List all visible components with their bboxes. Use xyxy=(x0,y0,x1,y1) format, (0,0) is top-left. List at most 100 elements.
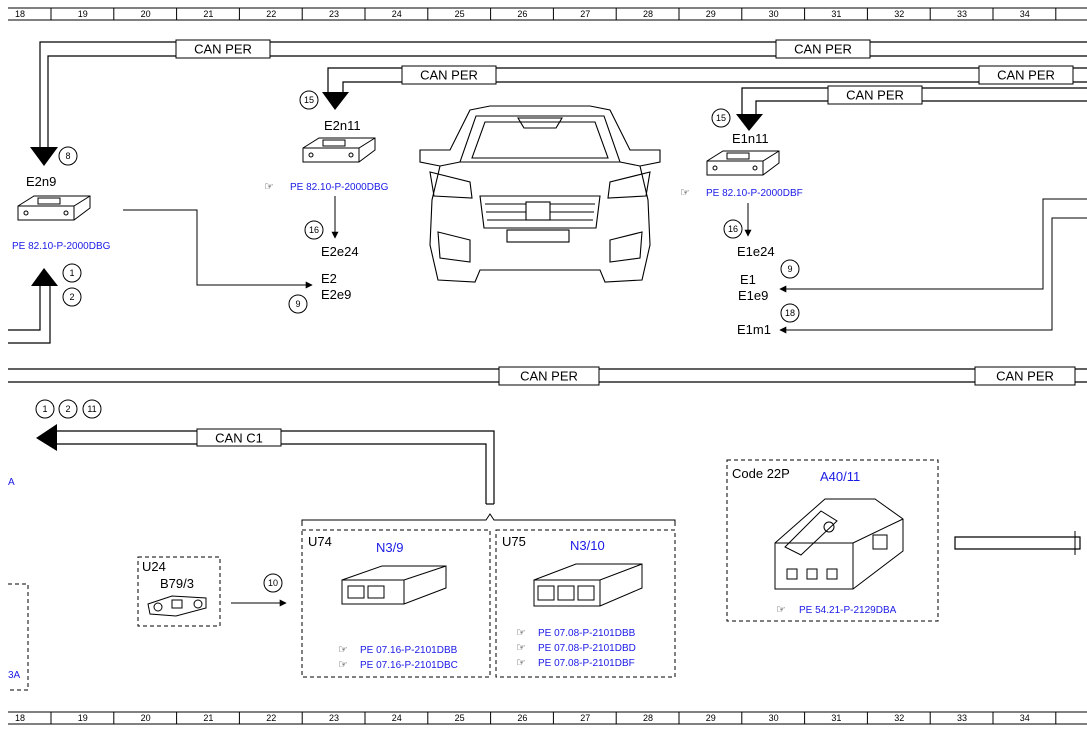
control-unit-icon xyxy=(302,137,376,163)
pointing-hand-icon: ☞ xyxy=(338,658,348,671)
ruler-number: 19 xyxy=(78,9,88,19)
can-per-label-6: CAN PER xyxy=(520,369,578,384)
can-per-label-box-3 xyxy=(401,65,497,85)
e2n11-module: 15 E2n11 ☞ PE 82.10-P-2000DBG 16 E2e24 xyxy=(264,90,389,259)
ruler-number: 20 xyxy=(141,9,151,19)
left-edge-text-a: A xyxy=(8,477,15,488)
left-edge-box xyxy=(8,583,29,691)
ruler-number: 33 xyxy=(957,713,967,723)
e2e9-label: E2e9 xyxy=(321,287,351,302)
b79-3-label: B79/3 xyxy=(160,576,194,591)
ruler-number: 30 xyxy=(769,9,779,19)
u24-box: U24 B79/3 10 xyxy=(137,556,287,627)
can-per-label-box-4 xyxy=(978,65,1074,85)
c1-callout-11: 11 xyxy=(87,404,96,414)
ruler-number: 22 xyxy=(266,713,276,723)
can-per-label-box-5 xyxy=(827,85,923,105)
e2n11-label: E2n11 xyxy=(324,118,361,133)
c1-callout-1: 1 xyxy=(42,404,47,414)
ruler-number: 23 xyxy=(329,713,339,723)
code-22p-label: Code 22P xyxy=(732,466,790,481)
e2n9-signal-line xyxy=(123,209,313,289)
e2n11-ref[interactable]: PE 82.10-P-2000DBG xyxy=(290,182,389,193)
u75-ref-1[interactable]: PE 07.08-P-2101DBB xyxy=(538,628,636,639)
e1n11-module: 15 E1n11 ☞ PE 82.10-P-2000DBF 16 E1e24 xyxy=(680,108,803,259)
ruler-number: 28 xyxy=(643,713,653,723)
can-per-bus-middle: CAN PER CAN PER xyxy=(8,366,1087,386)
n3-10-label: N3/10 xyxy=(570,538,605,553)
n3-9-label: N3/9 xyxy=(376,540,403,555)
pointing-hand-icon: ☞ xyxy=(516,656,526,669)
ruler-number: 32 xyxy=(894,9,904,19)
ruler-number: 18 xyxy=(15,9,25,19)
can-per-bus-e1n11: CAN PER xyxy=(736,85,1087,131)
sensor-icon xyxy=(147,595,207,617)
u74-ref-2[interactable]: PE 07.16-P-2101DBC xyxy=(360,660,458,671)
ruler-number: 23 xyxy=(329,9,339,19)
ruler-number: 31 xyxy=(831,713,841,723)
ruler-number: 20 xyxy=(141,713,151,723)
engine-control-unit-icon xyxy=(533,563,643,607)
e2n9-label: E2n9 xyxy=(26,174,56,189)
ruler-number: 24 xyxy=(392,713,402,723)
ruler-number: 26 xyxy=(517,9,527,19)
can-c1-label: CAN C1 xyxy=(215,431,263,446)
e2n9-callout: 8 xyxy=(65,151,70,161)
ruler-number: 31 xyxy=(831,9,841,19)
ruler-number: 21 xyxy=(203,9,213,19)
e2n11-callout-out: 16 xyxy=(309,225,319,235)
e2e24-label: E2e24 xyxy=(321,244,359,259)
can-per-label-7: CAN PER xyxy=(996,369,1054,384)
left-callout-1: 1 xyxy=(69,268,74,278)
e2-callout: 9 xyxy=(295,299,300,309)
left-edge-text-b: 3A xyxy=(8,670,21,681)
pointing-hand-icon: ☞ xyxy=(338,643,348,656)
u74-ref-1[interactable]: PE 07.16-P-2101DBB xyxy=(360,645,458,656)
ruler-number: 25 xyxy=(455,9,465,19)
e2-label: E2 xyxy=(321,271,337,286)
control-unit-icon xyxy=(706,150,780,176)
e1n11-callout-out: 16 xyxy=(728,224,738,234)
e1e24-label: E1e24 xyxy=(737,244,775,259)
u24-callout: 10 xyxy=(268,578,278,588)
u74-box: U74 N3/9 ☞ PE 07.16-P-2101DBB ☞ PE 07.16… xyxy=(301,529,491,678)
ruler-number: 25 xyxy=(455,713,465,723)
u75-ref-2[interactable]: PE 07.08-P-2101DBD xyxy=(538,643,636,654)
e1n11-ref[interactable]: PE 82.10-P-2000DBF xyxy=(706,188,803,199)
e1n11-callout-top: 15 xyxy=(716,113,726,123)
ruler-number: 26 xyxy=(517,713,527,723)
can-per-label-3: CAN PER xyxy=(420,68,478,83)
ruler-number: 29 xyxy=(706,713,716,723)
ruler-number: 30 xyxy=(769,713,779,723)
ruler-number: 33 xyxy=(957,9,967,19)
ruler-number: 21 xyxy=(203,713,213,723)
can-per-label-2: CAN PER xyxy=(794,42,852,57)
u75-box: U75 N3/10 ☞ PE 07.08-P-2101DBB ☞ PE 07.0… xyxy=(495,529,676,678)
code-22p-box: Code 22P A40/11 ☞ PE 54.21-P-2129DBA xyxy=(726,459,1081,622)
u75-ref-3[interactable]: PE 07.08-P-2101DBF xyxy=(538,658,635,669)
ruler-number: 29 xyxy=(706,9,716,19)
u75-label: U75 xyxy=(502,534,526,549)
pointing-hand-icon: ☞ xyxy=(516,641,526,654)
can-per-label-4: CAN PER xyxy=(997,68,1055,83)
group-bracket xyxy=(301,513,676,526)
display-unit-icon xyxy=(774,498,904,590)
a40-11-label: A40/11 xyxy=(820,469,860,484)
control-unit-icon xyxy=(17,195,91,221)
ruler-number: 24 xyxy=(392,9,402,19)
ruler-number: 32 xyxy=(894,713,904,723)
ruler-number: 18 xyxy=(15,713,25,723)
u74-label: U74 xyxy=(308,534,332,549)
ruler-number: 19 xyxy=(78,713,88,723)
can-per-label-5: CAN PER xyxy=(846,88,904,103)
pointing-hand-icon: ☞ xyxy=(776,603,786,616)
code-22p-ref[interactable]: PE 54.21-P-2129DBA xyxy=(799,605,897,616)
u24-label: U24 xyxy=(142,559,166,574)
e2n9-ref[interactable]: PE 82.10-P-2000DBG xyxy=(12,241,111,252)
left-callout-2: 2 xyxy=(69,292,74,302)
ruler-number: 22 xyxy=(266,9,276,19)
ruler-number: 34 xyxy=(1020,9,1030,19)
